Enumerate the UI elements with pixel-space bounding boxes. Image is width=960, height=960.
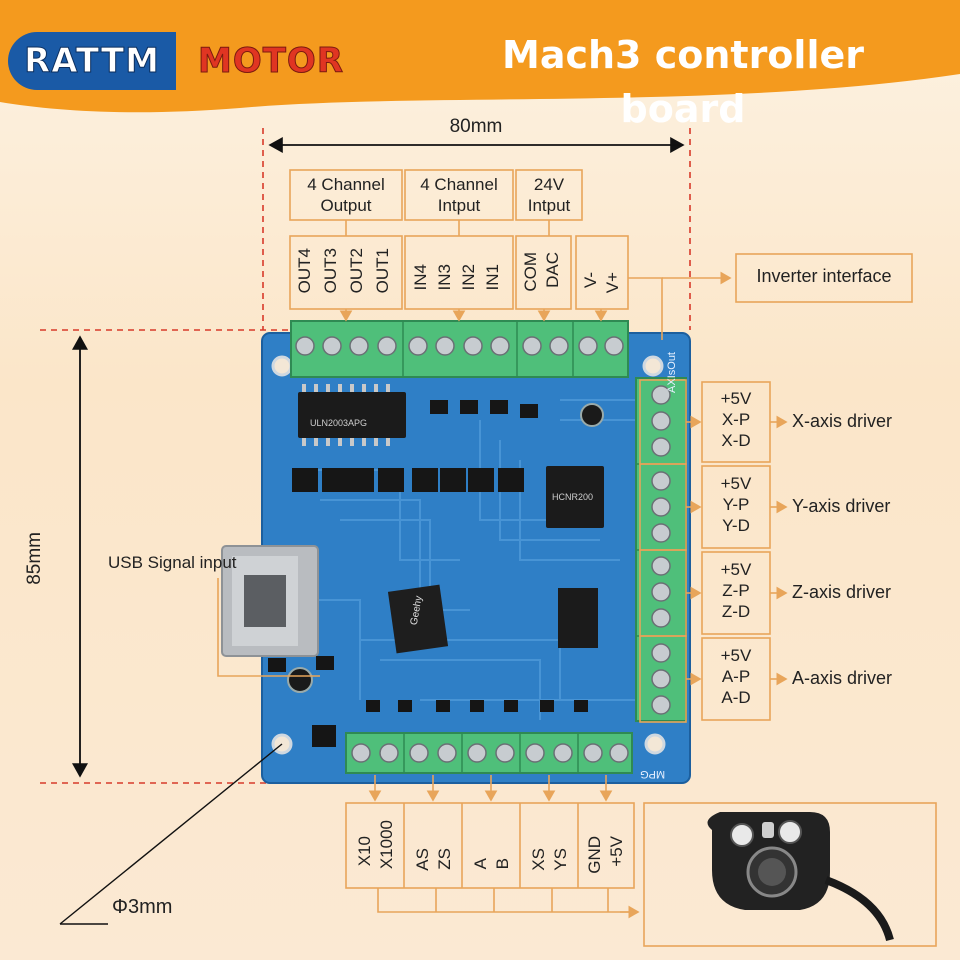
handwheel-pendant	[707, 812, 894, 942]
top-group-boxes	[217, 169, 937, 947]
usb-signal-label: USB Signal input	[108, 553, 237, 572]
pin-x1000: X1000	[377, 820, 396, 870]
pcb-board	[221, 332, 691, 784]
hole-dimension-label: Φ3mm	[112, 896, 173, 918]
a-driver-label: A-axis driver	[792, 668, 893, 688]
pin-ys: YS	[551, 848, 570, 871]
pin-in3: IN3	[435, 264, 454, 291]
uln-chip-marking: ULN2003APG	[310, 418, 368, 428]
z-driver-label: Z-axis driver	[792, 582, 892, 602]
pin-a: A	[471, 858, 490, 870]
pin-com: COM	[521, 252, 540, 292]
pin-in1: IN1	[483, 264, 502, 291]
pin-5v: +5V	[607, 836, 626, 867]
x-driver-label: X-axis driver	[792, 411, 893, 431]
pin-out3: OUT3	[321, 248, 340, 294]
bottom-terminal-block	[345, 732, 633, 774]
inverter-interface-label: Inverter interface	[756, 266, 892, 286]
dimension-guides	[40, 128, 691, 784]
pin-xs: XS	[529, 848, 548, 871]
pin-zs: ZS	[435, 848, 454, 870]
brand-logo-right: MOTOR	[198, 41, 345, 82]
opto-marking: HCNR200	[552, 492, 594, 502]
header-band	[0, 0, 960, 113]
brand-logo-left: RATTM	[8, 32, 176, 90]
top-terminal-block	[290, 320, 629, 378]
pin-v-minus: V-	[581, 272, 600, 289]
pin-in4: IN4	[411, 264, 430, 291]
pin-b: B	[493, 858, 512, 870]
pin-in2: IN2	[459, 264, 478, 291]
mpg-silk-label: MPG	[640, 768, 666, 780]
pin-x10: X10	[355, 836, 374, 867]
y-driver-label: Y-axis driver	[792, 496, 891, 516]
pin-dac: DAC	[543, 252, 562, 288]
pin-out2: OUT2	[347, 248, 366, 294]
page-title: Mach3 controller board	[502, 33, 864, 131]
hole-leader	[59, 743, 283, 925]
pin-v-plus: V+	[603, 272, 622, 294]
pin-as: AS	[413, 848, 432, 871]
side-silk-label: AXIsOut	[666, 352, 678, 393]
pin-out1: OUT1	[373, 248, 392, 294]
width-dimension-label: 80mm	[449, 116, 503, 137]
height-dimension-label: 85mm	[24, 532, 45, 585]
pin-out4: OUT4	[295, 248, 314, 294]
pin-gnd: GND	[585, 836, 604, 874]
